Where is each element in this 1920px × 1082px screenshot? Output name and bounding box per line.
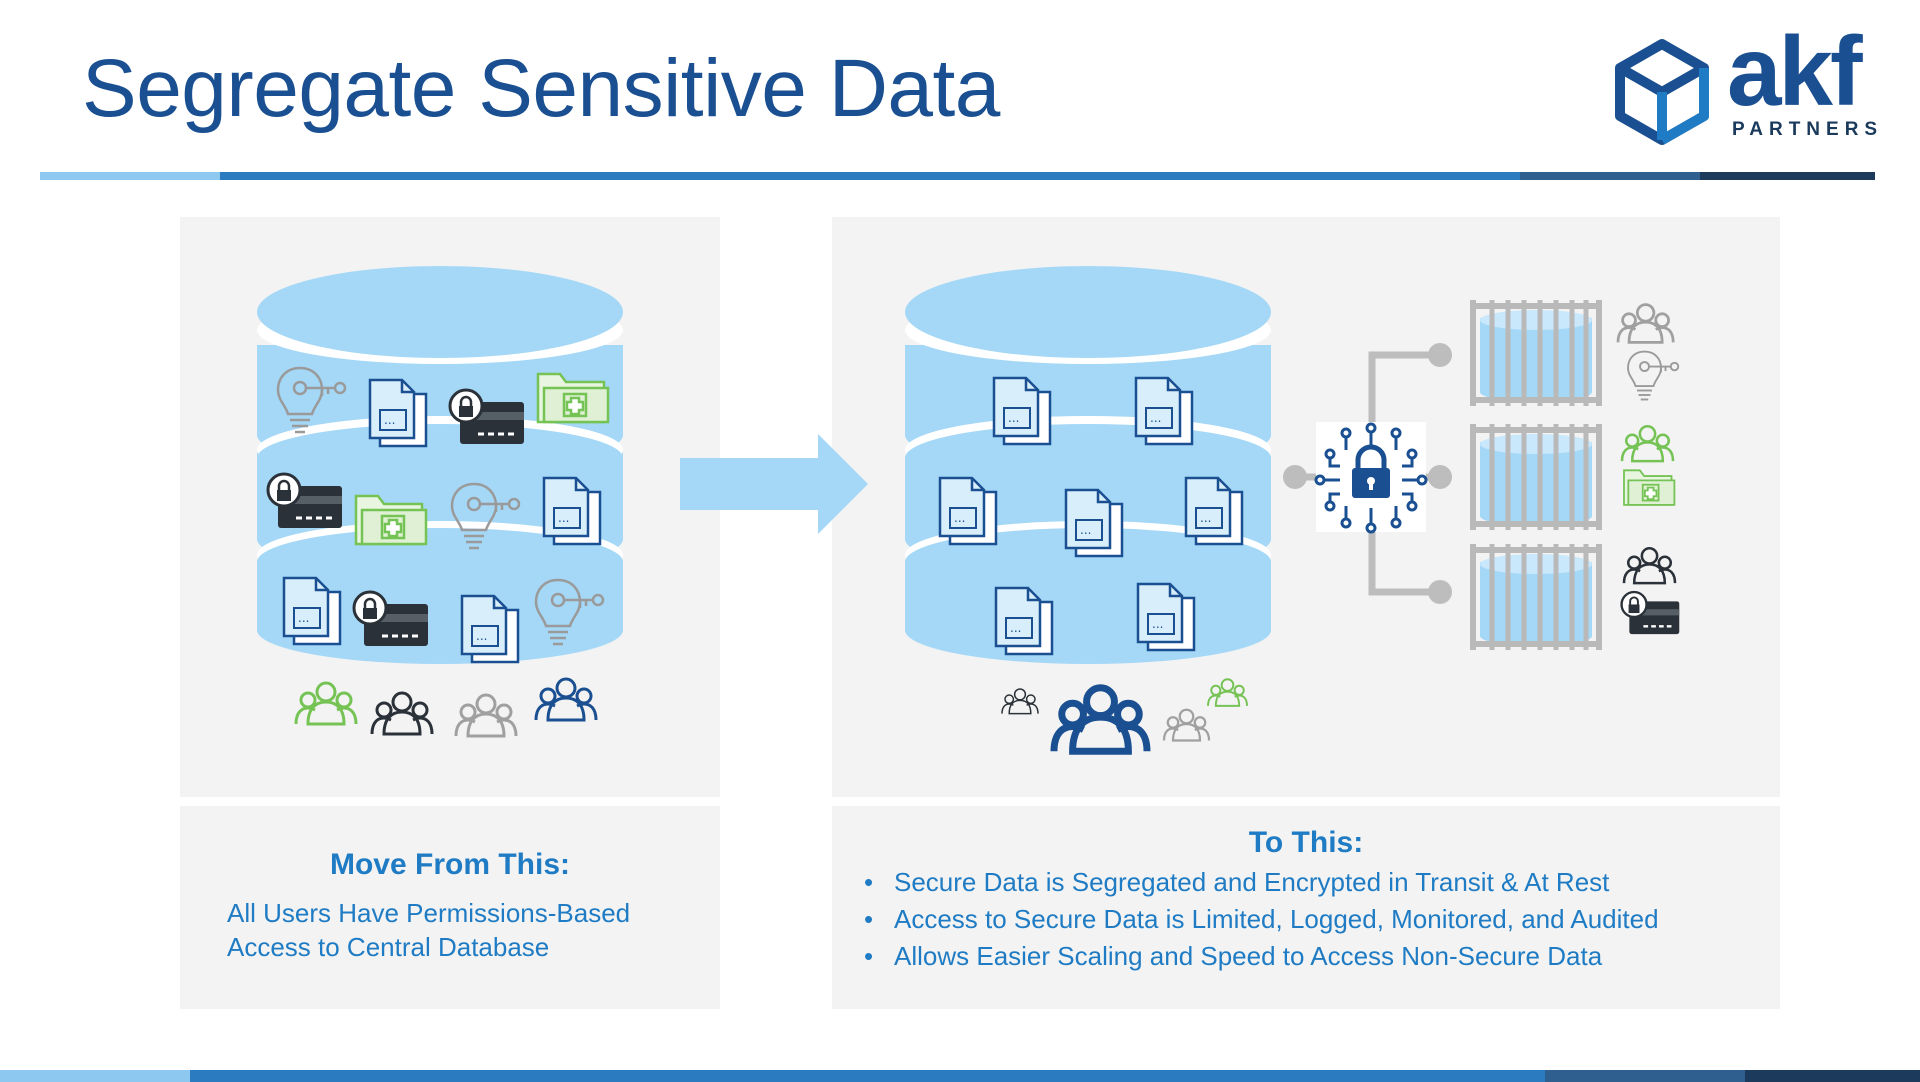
bullet-item: Access to Secure Data is Limited, Logged… <box>860 901 1659 938</box>
connector-node <box>1428 580 1452 604</box>
connector-node <box>1283 465 1307 489</box>
lightbulb-key-icon <box>1627 350 1680 401</box>
footer-rule <box>0 1070 1920 1082</box>
non-secure-database-icon <box>905 266 1271 664</box>
user-group-icon <box>370 691 434 736</box>
caged-database-icon <box>1470 300 1602 406</box>
medical-folder-icon <box>536 372 610 424</box>
left-caption-line: Access to Central Database <box>227 932 550 962</box>
user-group-icon <box>1620 424 1675 463</box>
user-group-icon <box>1054 688 1147 752</box>
user-group-icon <box>1162 708 1211 742</box>
user-group-icon <box>294 681 358 726</box>
left-caption-text: All Users Have Permissions-Based Access … <box>227 896 707 964</box>
left-caption-heading: Move From This: <box>329 848 570 881</box>
connector-node <box>1428 465 1452 489</box>
user-group-icon <box>534 677 598 722</box>
akf-logo: akf PARTNERS <box>1612 22 1884 146</box>
medical-folder-icon <box>354 494 428 546</box>
header-rule <box>40 172 1875 180</box>
left-caption-panel <box>180 806 720 1009</box>
right-caption-heading: To This: <box>1248 826 1364 859</box>
logo-subtitle: PARTNERS <box>1732 119 1884 140</box>
caged-database-icon <box>1470 424 1602 530</box>
logo-wordmark: akf <box>1727 16 1863 126</box>
user-group-icon <box>1207 678 1248 707</box>
right-caption-bullets: Secure Data is Segregated and Encrypted … <box>860 864 1659 975</box>
locked-card-icon <box>1620 590 1681 636</box>
page-title: Segregate Sensitive Data <box>82 43 1000 134</box>
arrow-right-icon <box>680 434 868 534</box>
bullet-item: Secure Data is Segregated and Encrypted … <box>860 864 1659 901</box>
connector-node <box>1428 343 1452 367</box>
user-group-icon <box>1001 688 1039 715</box>
bullet-item: Allows Easier Scaling and Speed to Acces… <box>860 938 1659 975</box>
user-group-icon <box>1622 546 1677 585</box>
user-group-icon <box>1616 303 1675 344</box>
left-caption-line: All Users Have Permissions-Based <box>227 898 631 928</box>
user-group-icon <box>454 693 518 738</box>
caged-database-icon <box>1470 544 1602 650</box>
encryption-chip-icon <box>1314 422 1428 534</box>
medical-folder-icon <box>1623 469 1676 506</box>
cube-logo-icon <box>1615 39 1709 145</box>
